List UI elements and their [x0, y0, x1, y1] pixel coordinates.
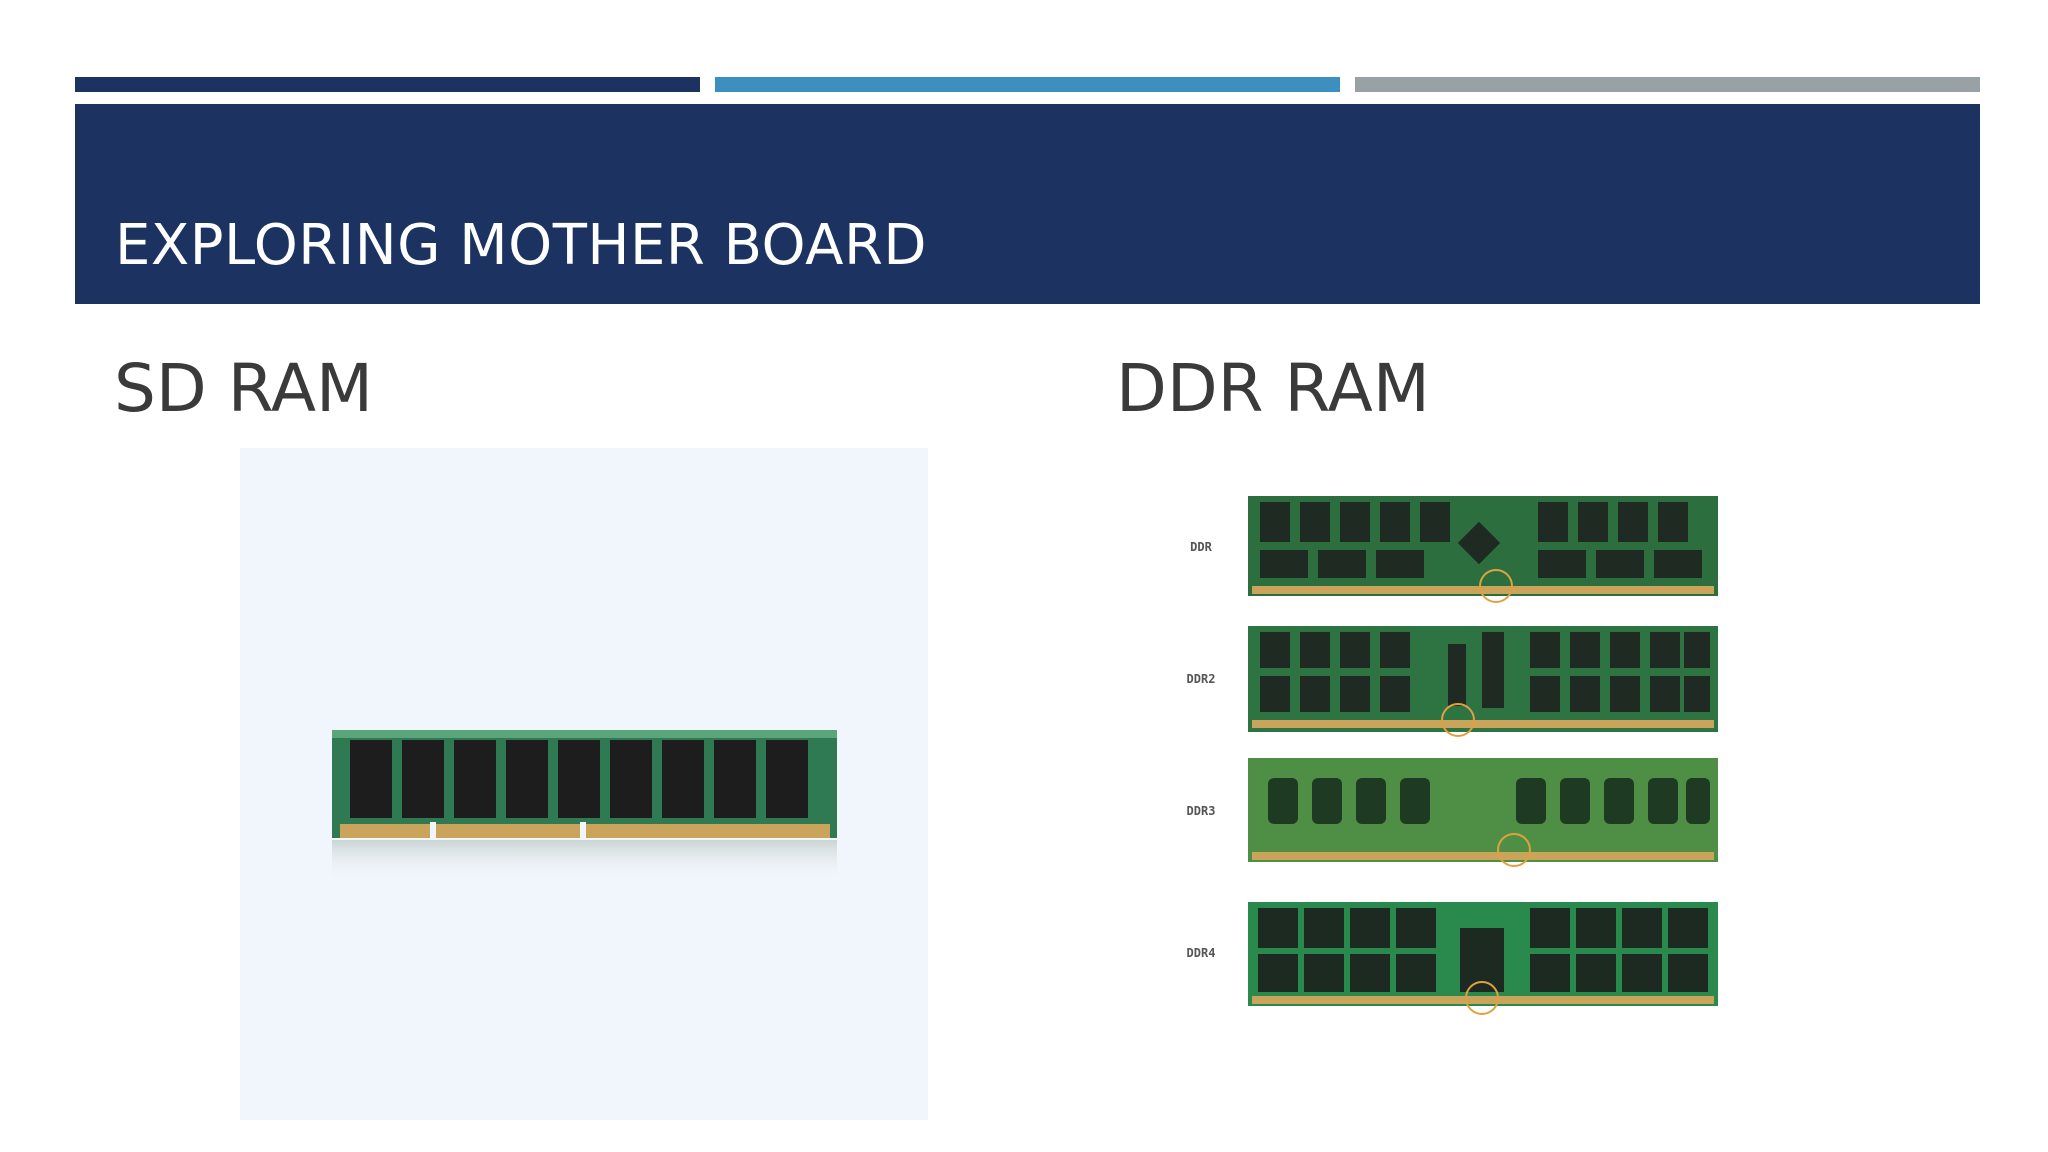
title-band: EXPLORING MOTHER BOARD: [75, 104, 1980, 304]
slide-title: EXPLORING MOTHER BOARD: [115, 213, 927, 278]
ddr4-stick-drawing: [1248, 902, 1718, 1015]
ddr2-stick-drawing: [1248, 626, 1718, 737]
sdram-module-drawing: [332, 730, 837, 880]
ddr-label: DDR: [1190, 540, 1212, 554]
accent-bar-gray: [1355, 77, 1980, 92]
ddr2-label: DDR2: [1186, 672, 1216, 686]
ddr4-module: DDR4: [1170, 898, 1730, 1018]
ddr-stick-drawing: [1248, 496, 1718, 603]
ddr4-label: DDR4: [1186, 946, 1216, 960]
ddr2-module: DDR2: [1170, 620, 1730, 740]
sd-ram-heading: SD RAM: [114, 350, 373, 427]
ddr-generations-image: DDR DDR2: [1170, 470, 1730, 1030]
accent-bar-navy: [75, 77, 700, 92]
ddr3-label: DDR3: [1186, 804, 1216, 818]
ddr3-module: DDR3: [1170, 754, 1730, 874]
sdram-module-image: [240, 448, 928, 1120]
ddr-ram-heading: DDR RAM: [1116, 350, 1430, 427]
ddr-module: DDR: [1170, 488, 1730, 608]
accent-bar-blue: [715, 77, 1340, 92]
ddr3-stick-drawing: [1248, 758, 1718, 867]
